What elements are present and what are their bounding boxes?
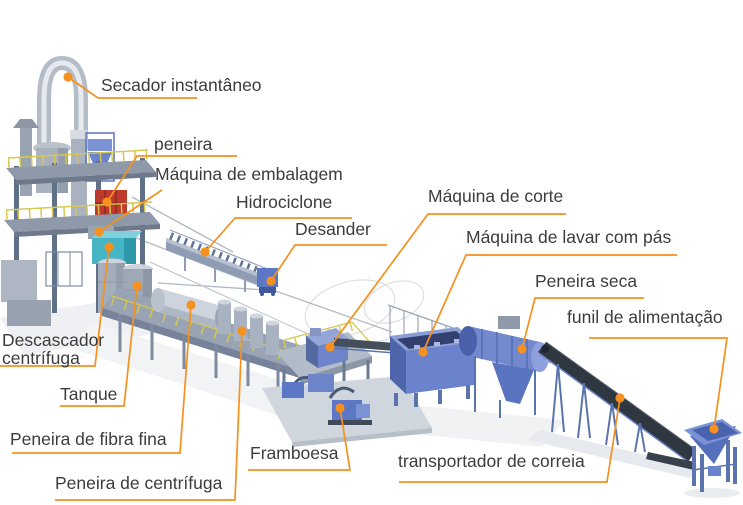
callout-line-maquina-de-lavar-com-pas <box>422 254 677 353</box>
callout-dot-desander <box>266 276 276 286</box>
label-maquina-de-lavar-com-pas: Máquina de lavar com pás <box>466 227 672 247</box>
callout-dot-peneira-de-centrifuga <box>237 326 247 336</box>
label-peneira-de-centrifuga: Peneira de centrífuga <box>55 473 223 493</box>
conveyor-legs <box>551 363 646 453</box>
belt-conveyor <box>538 341 697 470</box>
callout-line-peneira-de-fibra-fina <box>12 304 192 454</box>
callout-dots <box>63 72 719 434</box>
callout-dot-transportador-de-correia <box>615 393 625 403</box>
callout-dot-maquina-de-embalagem <box>94 227 104 237</box>
callout-line-tanque <box>60 285 138 407</box>
callout-dot-peneira <box>102 197 112 207</box>
callout-line-descascador-centrifuga <box>0 246 110 367</box>
label-peneira-de-fibra-fina: Peneira de fibra fina <box>10 429 167 449</box>
label-hidrociclone: Hidrociclone <box>236 192 333 212</box>
label-descascador-centrifuga: Descascador centrífuga <box>2 330 105 368</box>
label-maquina-de-embalagem: Máquina de embalagem <box>155 164 343 184</box>
drum-funnel <box>492 362 534 404</box>
callout-dot-hidrociclone <box>200 247 210 257</box>
base-box <box>1 260 37 302</box>
centrifugal-sieves <box>218 299 279 355</box>
callout-dot-descascador-centrifuga <box>104 242 114 252</box>
callout-dot-framboesa <box>335 403 345 413</box>
label-peneira: peneira <box>154 134 213 154</box>
callout-line-peneira-seca <box>521 297 644 350</box>
callout-dot-maquina-de-corte <box>325 342 335 352</box>
callout-line-peneira-de-centrifuga <box>55 330 243 501</box>
callout-line-maquina-de-corte <box>329 213 566 348</box>
callout-dot-secador-instantaneo <box>63 72 73 82</box>
frame-cage <box>45 251 83 287</box>
callout-dot-peneira-de-fibra-fina <box>186 300 196 310</box>
callout-lines <box>0 76 728 501</box>
callout-line-secador-instantaneo <box>67 76 197 99</box>
label-desander: Desander <box>295 219 371 239</box>
hydrocyclone-rack <box>166 229 272 292</box>
tower-deck-upper <box>6 149 156 185</box>
callout-line-maquina-de-embalagem <box>98 189 163 233</box>
label-framboesa: Framboesa <box>250 443 339 463</box>
callout-line-funil-de-alimentacao <box>589 337 728 430</box>
callout-line-peneira <box>106 155 237 203</box>
callout-dot-tanque <box>132 281 142 291</box>
label-transportador-de-correia: transportador de correia <box>398 451 585 471</box>
label-maquina-de-corte: Máquina de corte <box>428 186 564 206</box>
platform-legs <box>118 314 280 394</box>
label-tanque: Tanque <box>60 384 118 404</box>
callout-line-framboesa <box>248 407 351 471</box>
callout-line-desander <box>270 244 387 282</box>
callout-dot-maquina-de-lavar-com-pas <box>418 347 428 357</box>
dryer-column <box>71 139 87 227</box>
chimney-cap <box>13 119 39 128</box>
fiber-sieve-line <box>102 288 322 394</box>
chimney <box>20 128 32 196</box>
label-funil-de-alimentacao: funil de alimentação <box>567 307 723 327</box>
label-secador-instantaneo: Secador instantâneo <box>101 75 262 95</box>
callout-line-transportador-de-correia <box>399 397 621 483</box>
callout-dot-peneira-seca <box>517 344 527 354</box>
label-peneira-seca: Peneira seca <box>535 271 638 291</box>
callout-line-hidrociclone <box>204 217 352 253</box>
callout-dot-funil-de-alimentacao <box>709 424 719 434</box>
